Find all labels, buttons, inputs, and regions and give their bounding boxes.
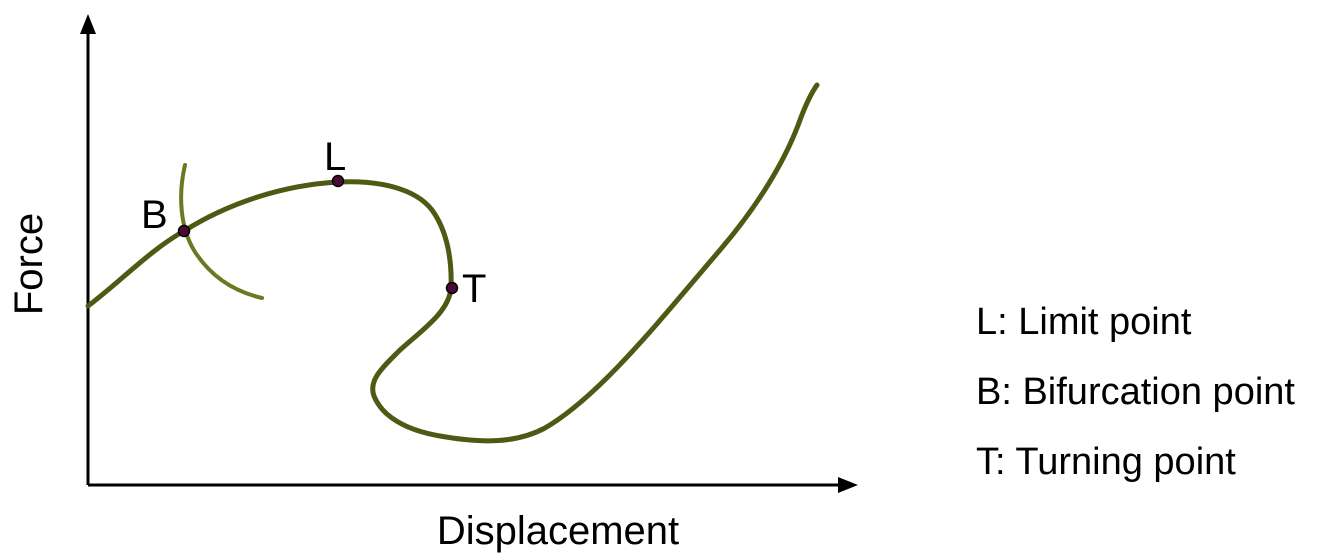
bifurcation-point-label: B <box>141 193 168 237</box>
y-axis-arrowhead <box>80 14 96 34</box>
x-axis-arrowhead <box>838 477 858 493</box>
limit-point-label: L <box>324 135 346 179</box>
legend-item-turning: T: Turning point <box>976 441 1236 483</box>
turning-point-marker <box>445 281 459 295</box>
y-axis-label: Force <box>7 213 51 315</box>
legend: L: Limit point B: Bifurcation point T: T… <box>976 298 1332 508</box>
bifurcation-point-marker <box>177 224 191 238</box>
legend-item-bifurcation: B: Bifurcation point <box>976 371 1295 413</box>
x-axis-label: Displacement <box>437 509 679 553</box>
limit-point-marker <box>331 174 345 188</box>
bifurcation-branch <box>179 163 264 300</box>
turning-point-label: T <box>462 267 486 311</box>
equilibrium-path <box>85 82 820 444</box>
legend-item-limit: L: Limit point <box>976 301 1192 343</box>
force-displacement-diagram: L B T Displacement Force <box>7 14 858 553</box>
